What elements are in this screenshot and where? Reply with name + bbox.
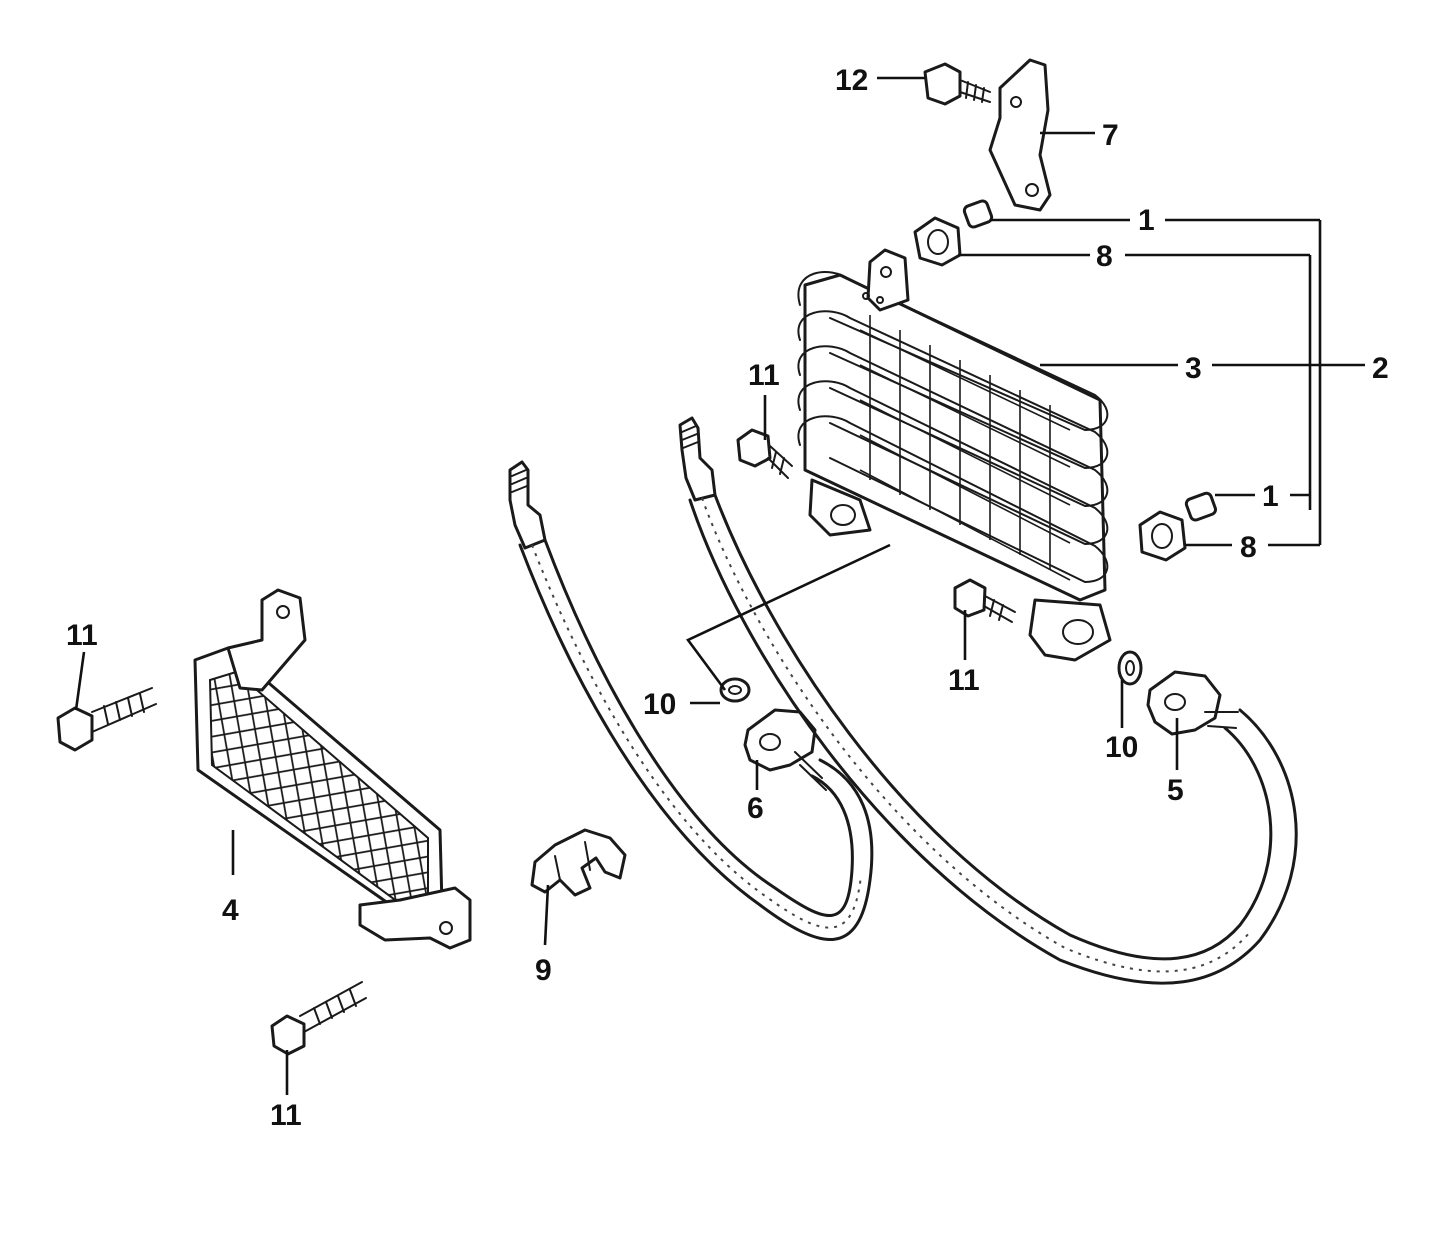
cooler-guard — [193, 588, 472, 950]
oil-hose-6 — [508, 460, 874, 942]
hose-clamp — [530, 828, 627, 897]
callout-3: 3 — [1185, 352, 1202, 385]
callout-8-bottom: 8 — [1240, 531, 1257, 564]
washer-10-right — [1117, 650, 1143, 686]
callout-9: 9 — [535, 954, 552, 987]
callout-12: 12 — [835, 64, 868, 97]
collar-1-top — [962, 199, 994, 229]
callout-7: 7 — [1102, 119, 1119, 152]
callout-2: 2 — [1372, 352, 1389, 385]
callout-5: 5 — [1167, 774, 1184, 807]
oil-hose-5 — [678, 416, 1298, 985]
bolt-11-cooler-left — [736, 428, 793, 479]
callout-labels: 12 7 1 8 3 2 1 8 11 11 10 10 6 5 11 4 9 … — [66, 64, 1389, 1132]
callout-1-bottom: 1 — [1262, 480, 1279, 513]
callout-4: 4 — [222, 894, 239, 927]
callout-11-shroud-bottom: 11 — [270, 1099, 302, 1132]
callout-6: 6 — [747, 792, 764, 825]
callout-10-left: 10 — [643, 688, 676, 721]
bolt-11-shroud-left — [56, 687, 157, 752]
callout-1-top: 1 — [1138, 204, 1155, 237]
callout-8-top: 8 — [1096, 240, 1113, 273]
callout-11-cooler-bottom: 11 — [948, 664, 980, 697]
washer-10-left — [719, 677, 751, 703]
oil-cooler — [797, 248, 1112, 662]
bracket — [988, 58, 1052, 212]
grommet-8-top — [913, 216, 962, 267]
callout-11-shroud-left: 11 — [66, 619, 98, 652]
callout-10-right: 10 — [1105, 731, 1138, 764]
collar-1-bottom — [1184, 491, 1218, 522]
leader-lines — [74, 76, 1365, 1095]
grommet-8-bottom — [1138, 510, 1187, 562]
bolt-11-cooler-bottom — [953, 578, 1016, 623]
bolt-11-shroud-bottom — [270, 981, 367, 1056]
callout-11-cooler-left: 11 — [748, 359, 780, 392]
bolt-12 — [923, 62, 991, 106]
